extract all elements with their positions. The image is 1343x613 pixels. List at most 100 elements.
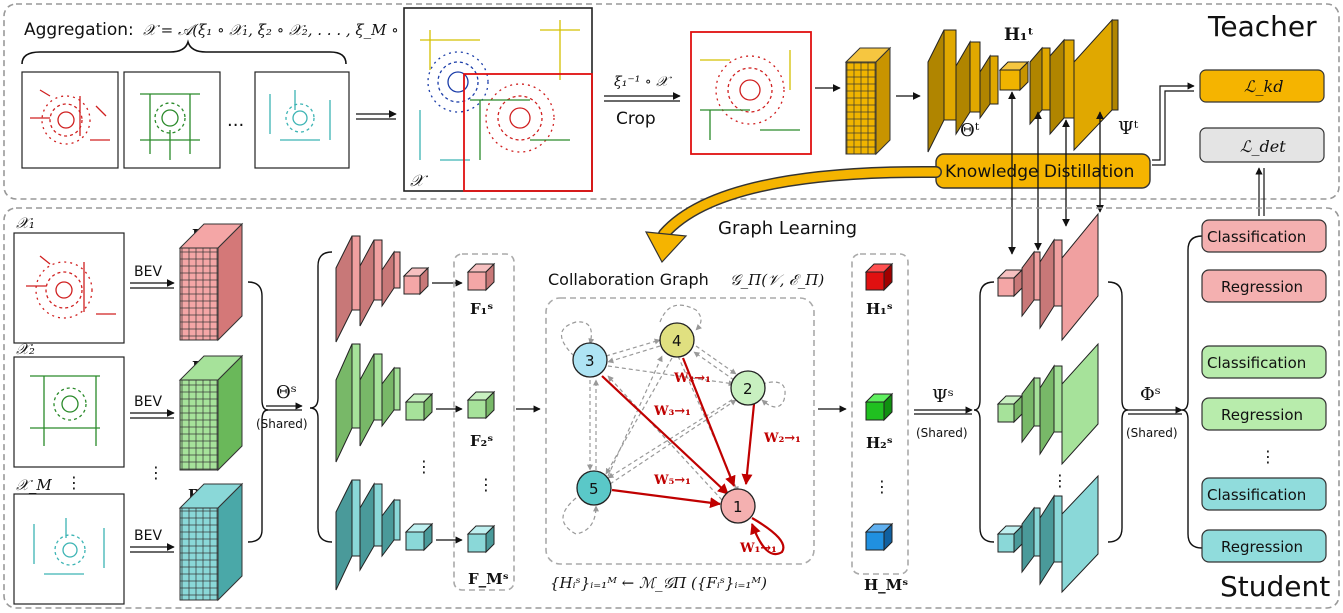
phi-s-brace-left [1107,281,1129,543]
teacher-ellipsis: ... [227,110,244,131]
graph-formula: 𝒢_Π(𝒱, ℰ_Π) [730,271,824,289]
h1-label: H₁ˢ [866,300,893,318]
h-cube-m [864,522,894,552]
loss-kd-box [1199,69,1325,103]
psi-s-brace [973,281,995,543]
head-1-classification-box [1201,219,1327,253]
theta-s-shared: (Shared) [256,417,308,431]
crop-label: Crop [616,109,656,129]
head-m-classification: Classification [1207,486,1306,504]
teacher-h1t-label: H₁ᵗ [1004,25,1034,45]
bev-grid-1: B₁ [178,222,244,342]
graph-gray-edges [560,304,786,535]
bev-dots: ⋮ [148,463,164,482]
head-1: Classification Regression [1201,219,1327,303]
theta-s-brace-right [309,251,333,543]
agent-1-x-label: 𝒳₁ [16,214,35,232]
graph-panel [545,297,815,565]
loss-kd-label: ℒ_kd [1244,77,1283,96]
head-2-regression: Regression [1221,406,1303,424]
graph-node-1: 1 [720,488,756,524]
bev-grid-m: B_M [178,482,244,602]
head-m-classification-box [1201,477,1327,511]
loss-det-label: ℒ_det [1240,137,1286,156]
student-decoder-2 [996,342,1099,466]
bev-label-1: BEV [134,264,162,280]
feature-panel [453,253,515,591]
cropped-scene [690,31,812,155]
kd-to-loss-arrow [1152,82,1195,166]
student-encoder-2 [335,343,434,463]
graph-node-5: 5 [576,470,612,506]
head-2: Classification Regression [1201,345,1327,431]
bev-label-2: BEV [134,394,162,410]
head-2-regression-box [1201,397,1327,431]
head-1-regression-box [1201,269,1327,303]
teacher-pointcloud-2 [123,71,221,169]
graph-title: Collaboration Graph [548,270,709,289]
head-1-classification: Classification [1207,228,1306,246]
agents-dots: ⋮ [66,473,82,492]
head-m-regression: Regression [1221,538,1303,556]
graph-learning-label: Graph Learning [718,218,857,239]
graph-learning-arrowhead [644,231,688,264]
agg-arrow [356,110,397,120]
teacher-encoder [927,29,999,153]
student-encoder-1 [335,235,430,343]
hm-label: H_Mˢ [864,576,908,594]
feature-dots: ⋮ [478,475,494,494]
head-2-classification: Classification [1207,354,1306,372]
aggregation-prefix: Aggregation: [24,20,134,40]
aggregation-formula: 𝒳 = 𝒜(ξ₁ ∘ 𝒳₁, ξ₂ ∘ 𝒳₂, . . . , ξ_M ∘ 𝒳_… [143,21,445,39]
student-encoder-m [335,479,434,591]
bev-label-m: BEV [134,528,162,544]
feature-arrows [432,279,463,544]
teacher-bev-grid [844,46,892,156]
graph-node-3: 3 [572,342,608,378]
teacher-feature-cube [998,60,1030,92]
loss-det-box [1199,127,1325,163]
phi-s-label: Φˢ [1140,384,1161,405]
crop-arrow [604,92,681,102]
head-m: Classification Regression [1201,477,1327,563]
f1-label: F₁ˢ [470,300,493,318]
student-label: Student [1220,570,1330,603]
kd-label: Knowledge Distillation [945,162,1134,182]
edge-w51: W₅→₁ [653,473,691,488]
teacher-pointcloud-m [254,71,350,169]
graph-caption: {Hᵢˢ}ᵢ₌₁ᴹ ← ℳ_𝒢Π ({Fᵢˢ}ᵢ₌₁ᴹ) [550,574,767,592]
feature-cube-m [466,524,496,554]
kd-vertical-arrows [1008,91,1104,255]
global-scene: 𝒳 [403,7,593,192]
psi-s-label: Ψˢ [932,386,954,407]
phi-s-shared: (Shared) [1126,426,1178,440]
student-panel [3,207,1340,609]
encoder-dots: ⋮ [416,457,432,476]
teacher-decoder [1029,18,1119,152]
graph-node-4: 4 [659,322,695,358]
teacher-label: Teacher [1207,10,1317,43]
head-2-classification-box [1201,345,1327,379]
phi-s-arrow [1128,406,1183,415]
phi-s-brace-right [1181,235,1203,549]
head-dots: ⋮ [1260,447,1276,466]
feature-cube-1 [466,262,496,292]
student-decoder-1 [996,212,1099,342]
node-5-label: 5 [589,480,599,498]
bev-arrows [130,279,175,553]
node-2-label: 2 [743,380,753,398]
theta-s-brace-left [247,281,269,543]
teacher-panel [3,3,1340,200]
head-1-regression: Regression [1221,278,1303,296]
h2-label: H₂ˢ [866,434,893,452]
graph-node-2: 2 [730,370,766,406]
theta-s-label: Θˢ [276,382,297,403]
aggregation-brace [21,39,347,65]
bev-grid-2: B₂ [178,354,244,472]
teacher-pointcloud-1 [21,71,119,169]
agent-2-x-label: 𝒳₂ [16,340,35,358]
h-dots: ⋮ [874,477,890,496]
f2-label: F₂ˢ [470,432,493,450]
psi-t-label: Ψᵗ [1118,118,1139,139]
